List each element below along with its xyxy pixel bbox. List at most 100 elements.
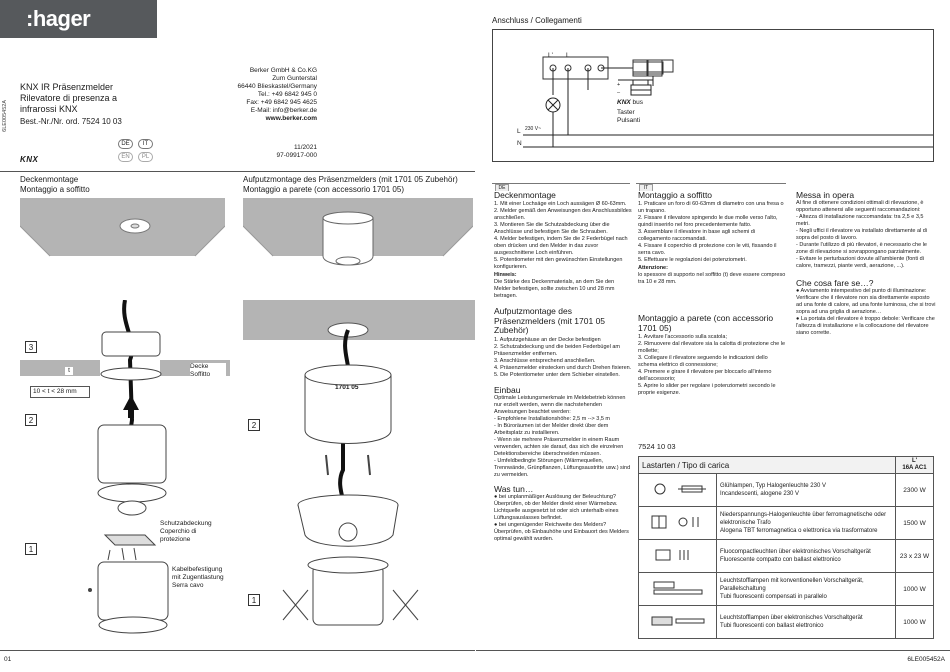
surface-step-2-label: 2 — [248, 419, 260, 431]
protective-cover-label: Schutzabdeckung Coperchio di protezione — [160, 520, 228, 544]
page-number: 01 — [4, 656, 12, 663]
de-surface-steps: 1. Aufputzgehäuse an der Decke befestige… — [494, 337, 632, 379]
it-column: Montaggio a soffitto 1. Praticare un for… — [638, 190, 786, 397]
load-description: Fluocompactleuchten über elektronisches … — [716, 539, 896, 573]
address-line: Zum Gunterstal — [272, 75, 317, 82]
rating-bottom: 16A AC1 — [902, 465, 927, 471]
address-line: Fax: +49 6842 945 4625 — [246, 99, 317, 106]
list-item: ● La portata del rilevatore è troppo deb… — [796, 316, 935, 336]
footer-divider-right — [476, 650, 950, 651]
de-ceiling-steps: 1. Mit einer Lochsäge ein Loch aussägen … — [494, 201, 632, 271]
address-line: E-Mail: info@berker.de — [250, 107, 317, 114]
table-row: Glühlampen, Typ Halogenleuchte 230 V Inc… — [638, 473, 934, 507]
knx-logo-small: KNX — [617, 99, 631, 106]
title-it: Montaggio a parete (con accessorio 1701 … — [243, 185, 404, 194]
fluorescent-tube-icon — [638, 572, 717, 606]
incandescent-lamp-icon — [638, 473, 717, 507]
knx-bus-label: KNX bus — [617, 99, 643, 107]
step-item: 3. Collegare il rilevatore seguendo le i… — [638, 355, 768, 368]
step-item: 2. Rimuovere dal rilevatore sia la calot… — [638, 341, 786, 354]
step-3-label: 3 — [25, 341, 37, 353]
list-item: - In Büroräumen ist der Melder direkt üb… — [494, 422, 609, 436]
title-de: Aufputzmontage des Präsenzmelders (mit 1… — [243, 175, 458, 184]
it-todo-items: ● Avviamento intempestivo del punto di i… — [796, 288, 936, 337]
terminal-label-l: L — [566, 52, 570, 59]
accessory-label: 1701 05 — [335, 384, 359, 391]
text-de: Leuchtstofflampen mit konventionellen Vo… — [720, 578, 864, 592]
label-line: Coperchio di — [160, 528, 197, 535]
connection-title: Anschluss / Collegamenti — [492, 16, 582, 25]
title-line: Rilevatore di presenza a — [20, 93, 118, 103]
wiring-schematic — [523, 56, 933, 148]
de-hint-title: Hinweis: — [494, 272, 517, 278]
de-install-text: Optimale Leistungsmerkmale im Meldebetri… — [494, 394, 626, 415]
text-it: Incandescenti, alogene 230 V — [720, 491, 800, 497]
step-item: 3. Montieren Sie die Schutzabdeckung übe… — [494, 222, 610, 235]
doc-date: 11/2021 — [293, 144, 317, 151]
address-line: Tel.: +49 6842 945 0 — [257, 91, 317, 98]
step-item: 2. Fissare il rilevatore spingendo le du… — [638, 215, 778, 228]
address-line: 66440 Blieskastel/Germany — [237, 83, 318, 90]
list-item: - Umfeldbedingte Störungen (Wärmequellen… — [494, 457, 631, 478]
title-it: Montaggio a soffitto — [20, 185, 90, 194]
load-value: 1000 W — [895, 605, 934, 639]
label-line: Soffitto — [190, 371, 211, 378]
lang-badge-pl[interactable]: PL — [138, 152, 153, 162]
lang-badge-en[interactable]: EN — [118, 152, 133, 162]
side-code: 6LE005452A — [2, 100, 8, 132]
table-row: Leuchtstofflampen mit konventionellen Vo… — [638, 572, 934, 606]
list-item: - Wenn sie mehrere Präsenzmelder in eine… — [494, 436, 624, 457]
text-it: Alogena TBT ferromagnetica o elettronica… — [720, 528, 878, 534]
surface-step-1-label: 1 — [248, 594, 260, 606]
de-todo-items: ● bei unplanmäßiger Auslösung der Beleuc… — [494, 494, 632, 543]
title-line: infrarossi KNX — [20, 104, 78, 114]
label-line: Decke — [190, 363, 209, 370]
cable-clamp-label: Kabelbefestigung mit Zugentlastung Serra… — [172, 566, 234, 590]
de-column: Deckenmontage 1. Mit einer Lochsäge ein … — [494, 190, 632, 543]
article-number: 7524 10 03 — [638, 442, 676, 451]
de-todo-title: Was tun… — [494, 483, 534, 494]
title-line: KNX IR Präsenzmelder — [20, 82, 114, 92]
step-item: 5. Effettuare le regolazioni dei potenzi… — [638, 257, 747, 263]
label-line: Serra cavo — [172, 582, 204, 589]
it-commissioning-text: Al fine di ottenere condizioni ottimali … — [796, 200, 924, 213]
step-item: 4. Premere e girare il rilevatore per bl… — [638, 369, 772, 382]
knx-logo: KNX — [20, 155, 39, 164]
header-divider — [0, 171, 475, 172]
tab-it[interactable]: IT — [636, 176, 786, 191]
it-ceiling-steps: 1. Praticare un foro di 60-63mm di diame… — [638, 201, 786, 264]
hager-logo: :hager — [0, 0, 157, 38]
text-de: Niederspannungs-Halogenleuchte über ferr… — [720, 512, 887, 526]
load-value: 23 x 23 W — [895, 539, 934, 573]
it-commissioning-items: - Altezza di installazione raccomandata:… — [796, 214, 936, 270]
ceiling-mount-illustration — [20, 198, 225, 280]
transformer-lamp-icon — [638, 506, 717, 540]
list-item: - Empfohlene Installationshöhe: 2,5 m --… — [494, 415, 611, 422]
website-link[interactable]: www.berker.com — [265, 115, 317, 122]
it-attention-text: lo spessore di supporto nel soffitto (t)… — [638, 272, 786, 285]
thickness-note: 10 < t < 28 mm — [30, 386, 90, 398]
text-it: Fluorescente compatto con ballast elettr… — [720, 557, 841, 563]
tab-de[interactable]: DE — [492, 176, 630, 191]
fluorescent-ballast-icon — [638, 605, 717, 639]
step-item: 5. Die Potentiometer unter dem Schieber … — [494, 371, 620, 378]
lang-badge-de[interactable]: DE — [118, 139, 133, 149]
list-item: ● bei ungenügender Reichweite des Melder… — [494, 521, 629, 542]
it-ceiling-title: Montaggio a soffitto — [638, 190, 713, 200]
rating-top: L' — [911, 458, 918, 464]
it-wall-title: Montaggio a parete (con accessorio 1701 … — [638, 313, 774, 333]
label-line: mit Zugentlastung — [172, 574, 224, 581]
step-item: 4. Fissare il coperchio di protezione co… — [638, 243, 777, 256]
footer-divider — [0, 650, 475, 651]
table-row: Niederspannungs-Halogenleuchte über ferr… — [638, 506, 934, 540]
tab-de-label: DE — [495, 184, 509, 191]
lang-badge-it[interactable]: IT — [138, 139, 153, 149]
ceiling-label: Decke Soffitto — [190, 363, 226, 379]
bus-word: bus — [632, 99, 644, 106]
de-install-items: - Empfohlene Installationshöhe: 2,5 m --… — [494, 416, 632, 479]
step-2-label: 2 — [25, 414, 37, 426]
surface-mount-illustration — [243, 198, 473, 266]
terminal-label-lprime: L' — [548, 52, 553, 59]
table-row: Fluocompactleuchten über elektronisches … — [638, 539, 934, 573]
pushbutton-label: Taster Pulsanti — [617, 109, 640, 125]
